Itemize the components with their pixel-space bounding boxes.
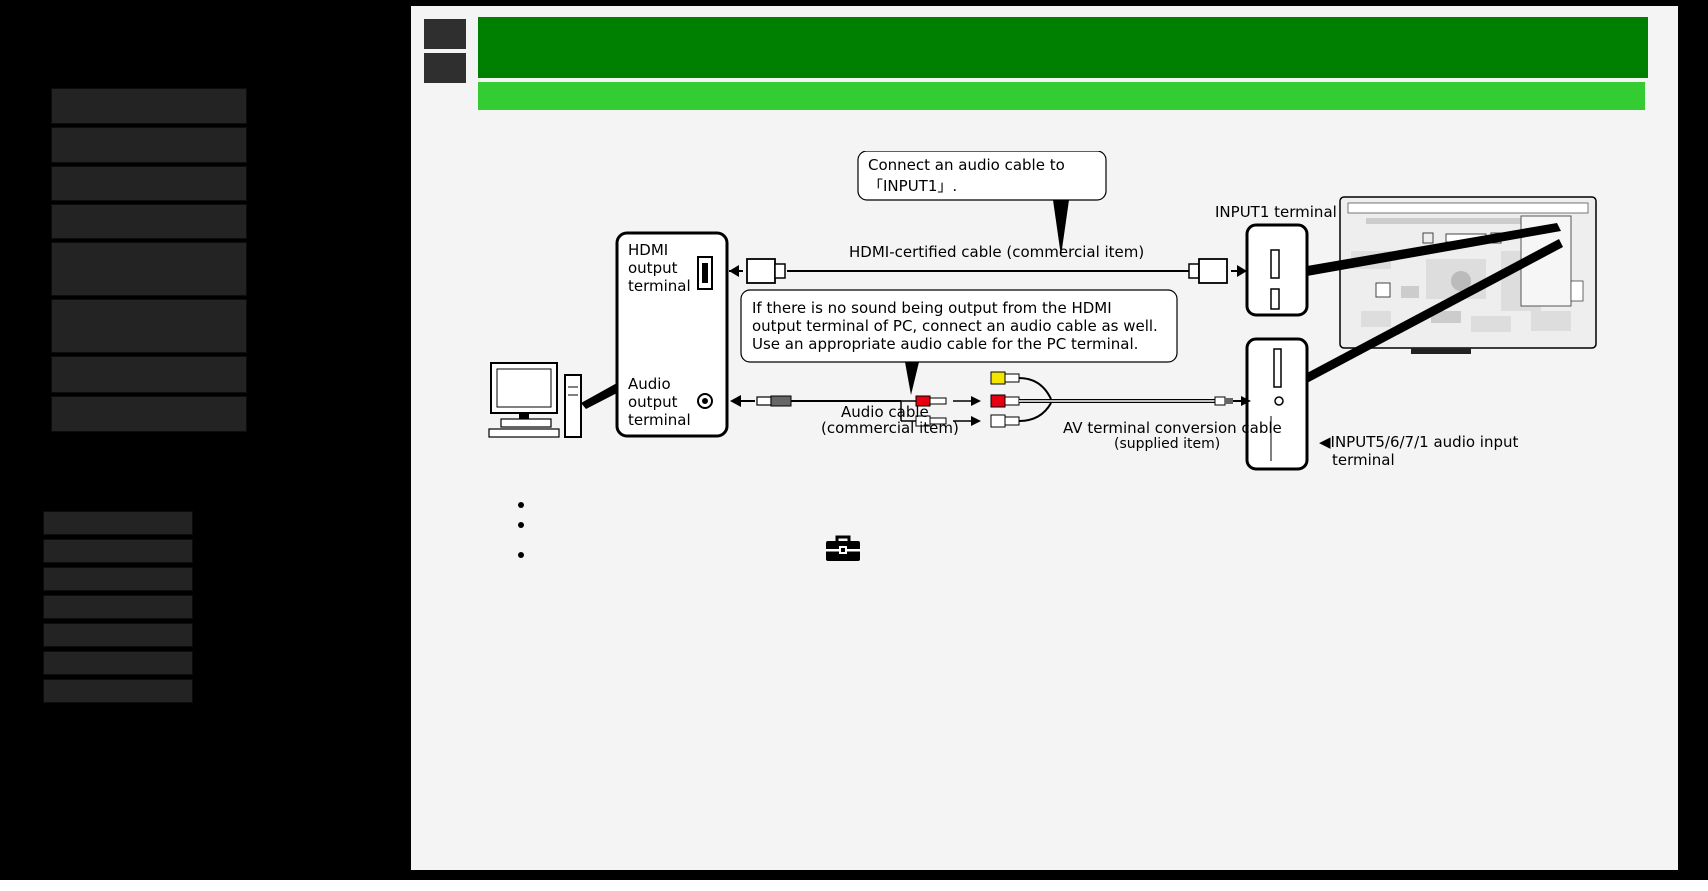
pc-hdmi-label-1: HDMI [628,241,668,259]
note-line-2: output terminal of PC, connect an audio … [752,317,1158,335]
hdmi-cable: HDMI-certified cable (commercial item) [729,243,1247,284]
page-control-button-1[interactable] [424,19,466,49]
connection-diagram: Connect an audio cable to 「INPUT1」. [488,151,1597,471]
sidebar-nav-item-5[interactable] [51,242,247,296]
callout-top-line1: Connect an audio cable to [868,156,1065,174]
note-line-3: Use an appropriate audio cable for the P… [752,335,1138,353]
sidebar-sub-item-3[interactable] [43,567,193,591]
pc-audio-label-2: output [628,393,678,411]
sidebar-sub-item-7[interactable] [43,679,193,703]
note-line-1: If there is no sound being output from t… [752,299,1112,317]
pc-hdmi-label-2: output [628,259,678,277]
sidebar-sub-item-1[interactable] [43,511,193,535]
input5-label-2: terminal [1332,451,1395,469]
sidebar-nav-item-7[interactable] [51,356,247,393]
sidebar-sub-item-4[interactable] [43,595,193,619]
callout-top-line2: 「INPUT1」. [868,177,957,195]
page-header-bar [478,17,1648,78]
sidebar-nav-item-1[interactable] [51,88,247,124]
tv-audio-port-box [1245,239,1563,471]
sidebar-nav-item-4[interactable] [51,204,247,239]
sidebar-sub-item-2[interactable] [43,539,193,563]
sidebar-sub-item-5[interactable] [43,623,193,647]
list-bullet-2 [518,522,524,528]
tv-hdmi-port-box [1245,223,1561,317]
hdmi-cable-label: HDMI-certified cable (commercial item) [849,243,1144,261]
page-control-button-2[interactable] [424,53,466,83]
sidebar-sub-item-6[interactable] [43,651,193,675]
callout-no-sound-note: If there is no sound being output from t… [740,289,1178,395]
callout-connect-audio: Connect an audio cable to 「INPUT1」. [857,151,1107,256]
pc-hdmi-label-3: terminal [628,277,691,295]
toolbox-icon[interactable] [823,534,863,564]
input5-label-1: ◀INPUT5/6/7/1 audio input [1319,433,1519,451]
av-conversion-cable: AV terminal conversion cable (supplied i… [990,371,1282,452]
main-content: Connect an audio cable to 「INPUT1」. [411,6,1678,870]
sidebar-nav-item-8[interactable] [51,396,247,432]
audio-cable-label-2: (commercial item) [821,419,959,437]
input1-terminal-label: INPUT1 terminal [1215,203,1337,221]
pc-terminal-box: HDMI output terminal Audio output termin… [615,231,729,438]
pc-audio-label-1: Audio [628,375,671,393]
pc-computer [488,362,617,438]
sidebar-nav-item-6[interactable] [51,299,247,353]
section-header-bar [478,82,1645,110]
sidebar [0,0,410,870]
status-strip [0,880,1708,891]
list-bullet-3 [518,552,524,558]
tv-back-panel [1339,196,1597,354]
sidebar-nav-item-3[interactable] [51,166,247,201]
av-cable-label-2: (supplied item) [1114,436,1220,452]
pc-audio-label-3: terminal [628,411,691,429]
av-cable-label-1: AV terminal conversion cable [1063,419,1282,437]
audio-cable-label-1: Audio cable [841,403,929,421]
list-bullet-1 [518,502,524,508]
sidebar-nav-item-2[interactable] [51,127,247,163]
audio-cable: Audio cable (commercial item) [730,395,981,437]
